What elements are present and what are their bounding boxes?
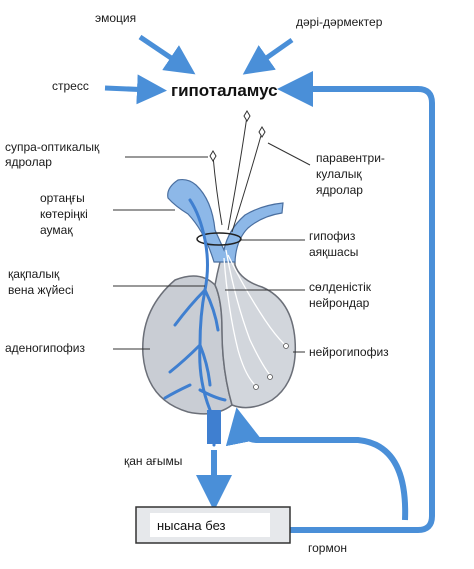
fiber-terminals [253,343,289,390]
stalk-label-2: аяқшасы [309,245,358,259]
stress-label: стресс [52,79,89,93]
supraoptic-label-1: супра-оптикалық [5,140,100,154]
portal-label-1: қақпалық [8,267,60,281]
neurohypophysis-shape [214,243,297,409]
target-gland-label-bg [150,513,270,537]
median-eminence-label-1: ортаңғы [40,191,85,205]
stalk-ring [196,232,242,246]
portal-vessels [163,198,227,447]
portal-label-2: вена жүйесі [8,283,74,297]
hormone-feedback-arrow [277,71,435,533]
neurons-label-2: нейрондар [309,296,370,310]
pituitary-stalk [167,178,284,263]
feedback-to-pituitary-arrow [225,407,409,521]
paraventricular-label-3: ядролар [316,183,363,197]
median-eminence-label-3: аумақ [40,223,73,237]
paraventricular-label-2: кулалық [316,167,362,181]
paraventricular-label-1: паравентри- [316,151,385,165]
neurosecretory-fibers [223,249,286,386]
adenohypophysis-label: аденогипофиз [5,341,85,355]
neurons-label-1: сөлденістік [309,280,372,294]
emotion-label: эмоция [95,11,136,25]
hormone-label: гормон [308,541,347,555]
portal-vein-exit [207,410,221,444]
leader-lines [113,142,311,353]
emotion-arrow [138,34,196,75]
median-eminence-label-2: көтеріңкі [40,207,88,221]
supraoptic-label-2: ядролар [5,155,52,169]
hypothalamic-neurons [212,115,263,233]
neuron-cell-bodies [209,110,266,162]
stalk-label-1: гипофиз [309,229,356,243]
blood-flow-label: қан ағымы [124,454,182,468]
neurohypophysis-label: нейрогипофиз [309,345,389,359]
hypothalamus-label: гипоталамус [171,81,278,100]
drugs-label: дәрі-дәрмектер [296,15,383,29]
stress-arrow [104,74,167,105]
drugs-arrow [242,37,294,75]
target-gland-label: нысана без [157,518,226,533]
